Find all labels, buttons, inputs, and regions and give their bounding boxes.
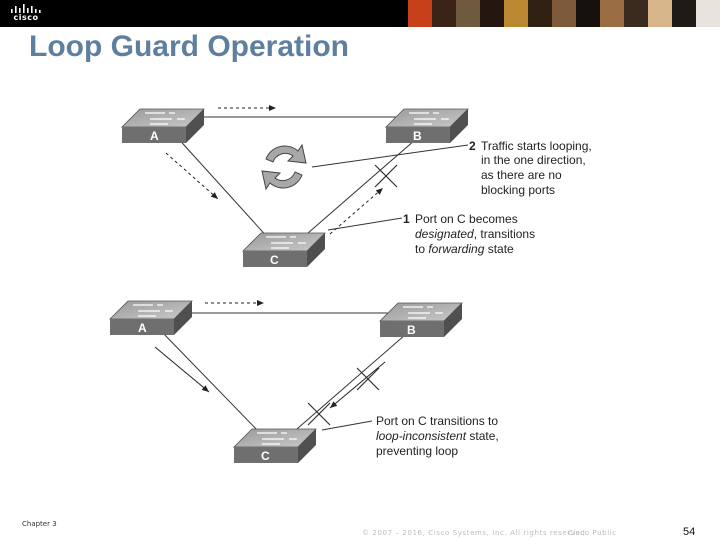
switch-c-top: C bbox=[242, 232, 326, 267]
header-photo bbox=[432, 0, 456, 27]
page-number: 54 bbox=[683, 526, 696, 538]
header-photo bbox=[504, 0, 528, 27]
top-links bbox=[165, 116, 420, 241]
blocked-x-mark-b bbox=[356, 367, 380, 391]
switch-c-bottom: C bbox=[233, 428, 317, 463]
switch-b-top: B bbox=[385, 108, 469, 143]
header-photo-strip bbox=[408, 0, 720, 27]
header-photo bbox=[696, 0, 720, 27]
switch-a-top: A bbox=[121, 108, 205, 143]
switch-b-bottom: B bbox=[379, 302, 463, 337]
callout-2-text: Traffic starts looping, in the one direc… bbox=[481, 139, 595, 197]
flow-arrow-bottom-a-to-c bbox=[154, 346, 210, 393]
removed-block-x-mark bbox=[374, 164, 398, 188]
footer-copyright: © 2007 – 2016, Cisco Systems, Inc. All r… bbox=[362, 529, 589, 537]
switch-c-bottom-label: C bbox=[261, 449, 270, 463]
header-photo bbox=[648, 0, 672, 27]
bottom-callout-text: Port on C transitions to loop-inconsiste… bbox=[376, 414, 502, 458]
loop-icon bbox=[261, 143, 307, 191]
header-photo bbox=[528, 0, 552, 27]
switch-c-top-label: C bbox=[270, 253, 279, 267]
callout-1-number: 1 bbox=[403, 212, 410, 226]
flow-arrow-a-to-c bbox=[165, 152, 219, 200]
logo-text: cisco bbox=[13, 13, 39, 22]
switch-b-bottom-label: B bbox=[407, 323, 416, 337]
page-title: Loop Guard Operation bbox=[29, 30, 349, 63]
callout-1-leader bbox=[327, 217, 403, 231]
header-photo bbox=[672, 0, 696, 27]
footer-chapter: Chapter 3 bbox=[22, 520, 57, 528]
header-bar: cisco bbox=[0, 0, 720, 27]
header-photo bbox=[552, 0, 576, 27]
switch-a-bottom: A bbox=[109, 300, 193, 335]
bottom-links bbox=[150, 312, 415, 436]
header-photo bbox=[456, 0, 480, 27]
switch-b-top-label: B bbox=[413, 129, 422, 143]
flow-arrow-bottom-b-to-c bbox=[329, 361, 386, 409]
header-photo bbox=[480, 0, 504, 27]
flow-arrow-c-to-b bbox=[329, 187, 384, 235]
header-photo bbox=[600, 0, 624, 27]
bottom-callout-leader bbox=[321, 420, 373, 431]
header-photo bbox=[408, 0, 432, 27]
cisco-logo bbox=[11, 4, 41, 13]
callout-1-text: Port on C becomes designated, transition… bbox=[415, 212, 538, 256]
switch-a-top-label: A bbox=[150, 129, 159, 143]
header-photo bbox=[624, 0, 648, 27]
switch-a-bottom-label: A bbox=[138, 321, 147, 335]
callout-2-number: 2 bbox=[469, 139, 476, 153]
callout-2-leader bbox=[311, 144, 469, 168]
header-photo bbox=[576, 0, 600, 27]
footer-classification: Cisco Public bbox=[568, 529, 617, 537]
blocked-x-mark-c bbox=[307, 402, 331, 426]
